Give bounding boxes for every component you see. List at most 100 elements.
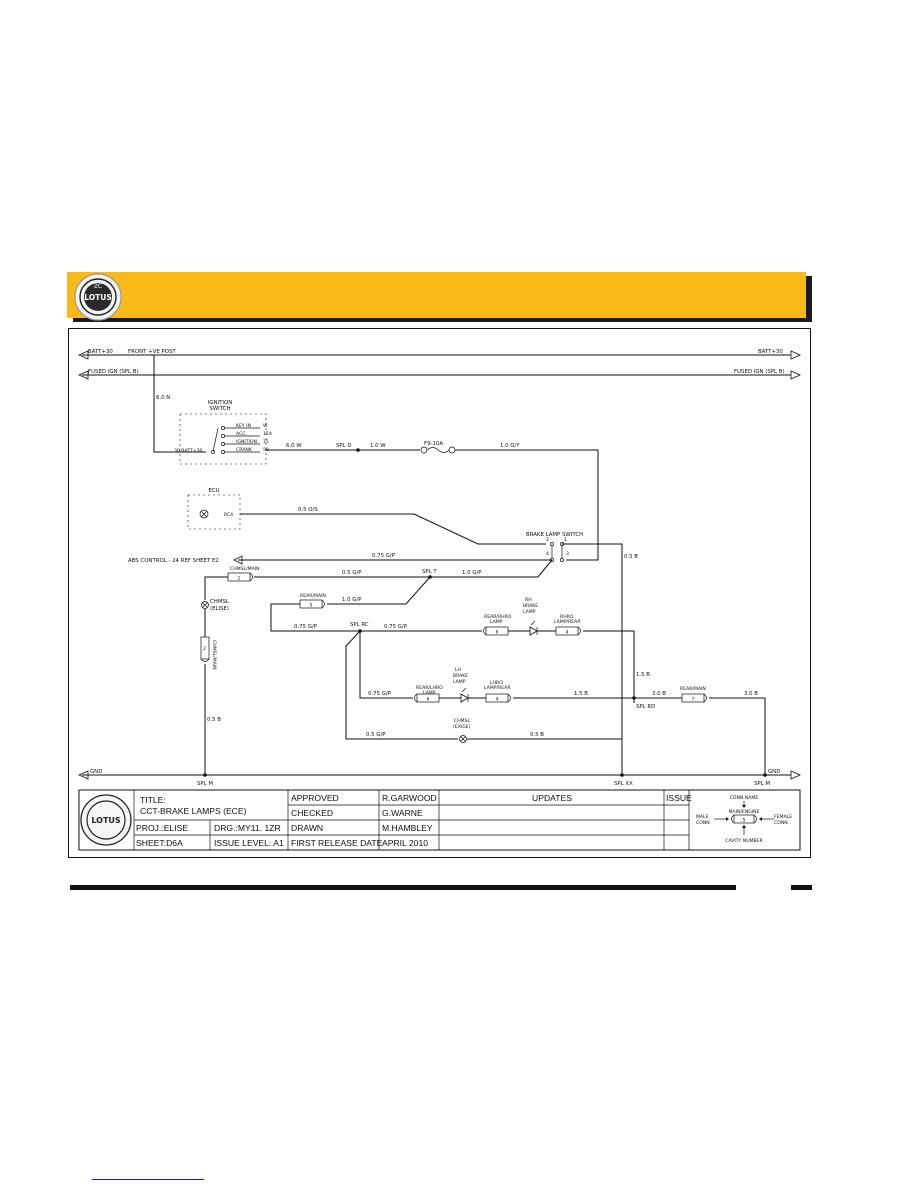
svg-text:ABS CONTROL - 24 REF SHEET E2: ABS CONTROL - 24 REF SHEET E2 [128, 558, 219, 564]
svg-text:1.0 G/P: 1.0 G/P [462, 570, 482, 576]
svg-text:0.5 B: 0.5 B [207, 717, 221, 723]
fused-ign-rail: FUSED IGN (SPL B) FUSED IGN (SPL B) [78, 369, 801, 380]
svg-text:DRG.:MY11. 1ZR: DRG.:MY11. 1ZR [214, 823, 281, 833]
lotus-titleblock-logo-icon: LOTUS [80, 794, 132, 846]
svg-text:4: 4 [546, 551, 549, 557]
svg-text:(EXIGE): (EXIGE) [453, 724, 471, 730]
svg-text:APPROVED: APPROVED [291, 793, 339, 803]
svg-text:CHMSL/MAIN: CHMSL/MAIN [211, 640, 217, 670]
svg-text:UPDATES: UPDATES [532, 793, 572, 803]
svg-text:0.5 G/P: 0.5 G/P [342, 570, 362, 576]
svg-text:15: 15 [263, 439, 269, 445]
svg-text:SPL RC: SPL RC [350, 622, 369, 628]
svg-text:2: 2 [203, 646, 206, 652]
svg-text:GND: GND [90, 769, 102, 775]
svg-text:30 BATT+30: 30 BATT+30 [174, 448, 203, 454]
svg-text:1.5 B: 1.5 B [636, 672, 650, 678]
connector-lhro-lamp-4: 4 LHRO LAMP/REAR [484, 680, 511, 703]
svg-text:FRONT +VE POST: FRONT +VE POST [128, 349, 176, 355]
svg-text:KEY IN: KEY IN [236, 423, 251, 429]
svg-text:(ELISE): (ELISE) [210, 606, 229, 612]
svg-text:0.75 G/P: 0.75 G/P [372, 553, 396, 559]
connector-rear-main-5: 5 REAR/MAIN [299, 593, 326, 609]
svg-text:FUSED IGN (SPL B): FUSED IGN (SPL B) [88, 369, 139, 375]
svg-text:ISSUE: ISSUE [666, 793, 692, 803]
svg-text:SPL M: SPL M [197, 781, 213, 787]
svg-text:LAMP: LAMP [453, 679, 466, 685]
svg-text:CHMSL: CHMSL [454, 718, 471, 724]
chmsl-exige-lamp: CHMSL (EXIGE) [453, 718, 471, 743]
svg-text:SPL M: SPL M [754, 781, 770, 787]
svg-text:MAIN/ENGINE: MAIN/ENGINE [728, 809, 759, 815]
svg-text:MALE: MALE [696, 814, 709, 820]
footer-link-underline[interactable] [92, 1179, 204, 1180]
banner-background [67, 272, 806, 318]
svg-text:ECU: ECU [208, 488, 219, 494]
svg-text:15A: 15A [263, 431, 273, 437]
svg-text:CAVITY NUMBER: CAVITY NUMBER [725, 838, 763, 844]
svg-text:APRIL 2010: APRIL 2010 [382, 838, 428, 848]
title-block: LOTUS TITLE: CCT-BRAKE LAMPS (ECE) PROJ.… [78, 789, 801, 851]
svg-text:SPL RD: SPL RD [636, 704, 655, 710]
svg-text:ISSUE LEVEL: A1: ISSUE LEVEL: A1 [214, 838, 284, 848]
svg-text:SPL T: SPL T [422, 569, 437, 575]
connector-chmsl-main-2: 2 CHMSL/MAIN [200, 636, 217, 670]
fuse-f9: F9-10A [420, 441, 456, 454]
svg-text:G.WARNE: G.WARNE [382, 808, 423, 818]
svg-text:REAR/MAIN: REAR/MAIN [300, 593, 326, 599]
svg-text:50: 50 [263, 447, 269, 453]
svg-text:0.75 G/P: 0.75 G/P [384, 624, 408, 630]
svg-text:RHRO: RHRO [560, 614, 574, 620]
lh-brake-lamp-icon: LH BRAKE LAMP [453, 667, 469, 703]
svg-text:CCT-BRAKE LAMPS (ECE): CCT-BRAKE LAMPS (ECE) [140, 806, 247, 816]
svg-text:R.GARWOOD: R.GARWOOD [382, 793, 437, 803]
svg-text:SPL XX: SPL XX [614, 781, 633, 787]
svg-text:CRANK: CRANK [236, 447, 253, 453]
svg-text:0.75 G/P: 0.75 G/P [368, 691, 392, 697]
svg-text:F9-10A: F9-10A [424, 441, 443, 447]
svg-text:7: 7 [692, 697, 695, 703]
svg-text:W: W [263, 423, 268, 429]
svg-text:CHMSL/MAIN: CHMSL/MAIN [230, 566, 260, 572]
svg-text:LOTUS: LOTUS [91, 816, 121, 825]
gnd-rail: GND GND [78, 769, 801, 780]
svg-text:LOTUS: LOTUS [84, 293, 112, 302]
svg-text:SWITCH: SWITCH [209, 406, 230, 412]
svg-text:ƧC: ƧC [94, 283, 102, 290]
svg-text:3: 3 [566, 551, 569, 557]
svg-text:REAR/MAIN: REAR/MAIN [680, 686, 706, 692]
svg-text:CHMSL: CHMSL [210, 599, 229, 605]
svg-text:1.0 G/Y: 1.0 G/Y [500, 443, 520, 449]
svg-text:GND: GND [768, 769, 780, 775]
svg-text:TITLE:: TITLE: [140, 795, 166, 805]
svg-text:IGNITION: IGNITION [208, 400, 233, 406]
svg-text:0.5 G/P: 0.5 G/P [366, 732, 386, 738]
svg-text:1: 1 [564, 537, 567, 543]
svg-text:FEMALE: FEMALE [774, 814, 792, 820]
svg-text:M.HAMBLEY: M.HAMBLEY [382, 823, 433, 833]
connector-rhro-lamp-4: 4 RHRO LAMP/REAR [554, 614, 581, 636]
svg-text:CHECKED: CHECKED [291, 808, 333, 818]
svg-text:REAR/RHRO: REAR/RHRO [484, 614, 512, 620]
svg-text:ACC.: ACC. [236, 431, 247, 437]
svg-text:3.0 B: 3.0 B [744, 691, 758, 697]
connector-rear-lhro-6: 6 REAR/LHRO LAMP [414, 685, 443, 703]
svg-text:REAR/LHRO: REAR/LHRO [416, 685, 443, 691]
wiring-diagram-sheet: BATT+30 FRONT +VE POST BATT+30 FUSED IGN… [68, 328, 811, 858]
svg-text:1.0 W: 1.0 W [370, 443, 386, 449]
svg-text:LAMP: LAMP [423, 690, 436, 696]
connector-legend: CONN NAME MAIN/ENGINE 5 MALE CONN FEMALE… [696, 795, 792, 844]
footer-rule-short [791, 885, 812, 890]
svg-text:LH: LH [455, 667, 461, 673]
svg-text:BATT+30: BATT+30 [88, 349, 113, 355]
svg-text:CONN: CONN [696, 820, 710, 826]
header-banner: LOTUS ƧC [67, 272, 812, 322]
chmsl-elise-lamp: CHMSL (ELISE) [201, 599, 229, 612]
svg-text:CONN NAME: CONN NAME [730, 795, 759, 801]
svg-text:DRAWN: DRAWN [291, 823, 323, 833]
svg-text:LHRO: LHRO [490, 680, 503, 686]
svg-text:4: 4 [496, 697, 499, 703]
ignition-switch: IGNITION SWITCH KEY IN ACC. IGNITION CRA… [174, 400, 273, 465]
svg-text:SHEET:D6A: SHEET:D6A [136, 838, 183, 848]
svg-text:1.0 G/P: 1.0 G/P [342, 597, 362, 603]
